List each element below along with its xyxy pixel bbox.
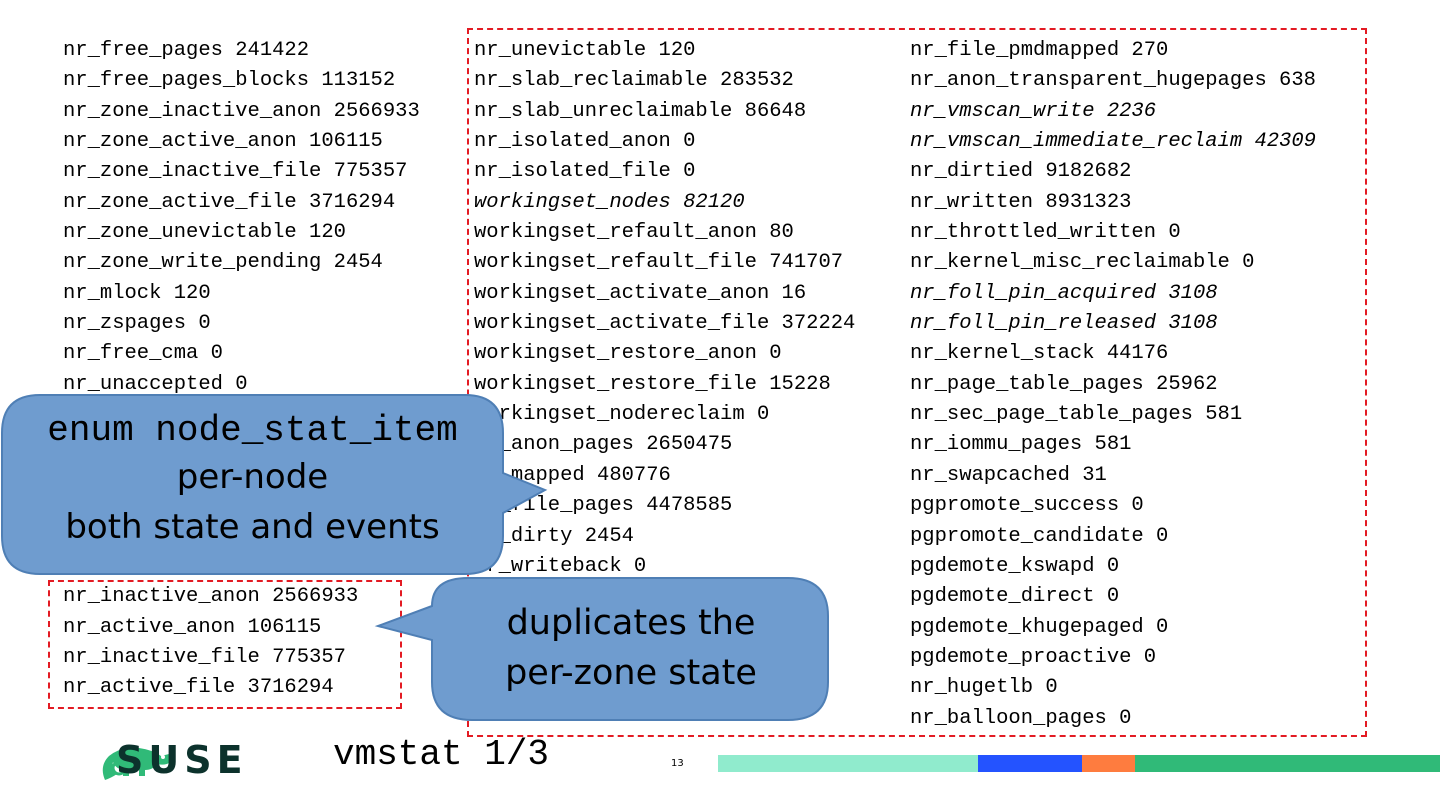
callout-kind-label: both state and events [65,507,440,547]
stat-line: nr_zone_unevictable 120 [63,221,346,245]
stat-line: workingset_activate_anon 16 [474,281,807,305]
suse-chameleon-logo-icon [102,747,173,780]
stat-line: nr_free_cma 0 [63,342,223,366]
stat-line: nr_slab_reclaimable 283532 [474,69,794,93]
stat-line: pgdemote_khugepaged 0 [910,615,1169,639]
callout-enum-label: enum node_stat_item [47,410,458,451]
stat-line: nr_free_pages 241422 [63,39,310,62]
stat-line: nr_writeback 0 [474,554,647,578]
stat-line: nr_anon_pages 2650475 [474,433,733,457]
stat-line: pgpromote_candidate 0 [910,524,1169,548]
callout-bubble-shape [1,394,548,575]
stat-line: workingset_activate_file 372224 [474,312,856,336]
stat-line: nr_written 8931323 [910,190,1132,214]
stat-line: nr_swapcached 31 [910,463,1107,487]
page-number: 13 [671,758,684,769]
stat-line: nr_hugetlb 0 [910,676,1058,700]
footer-bar-orange [1082,755,1135,772]
stat-line: nr_file_pmdmapped 270 [910,39,1169,62]
stat-line: nr_iommu_pages 581 [910,433,1132,457]
stat-line: nr_kernel_stack 44176 [910,342,1169,366]
stat-line: pgdemote_proactive 0 [910,645,1157,669]
duplicates-callout: duplicates the per-zone state [374,576,830,722]
stat-line: nr_zone_inactive_anon 2566933 [63,99,420,123]
stat-line: nr_active_file 3716294 [63,676,334,700]
stat-line: nr_sec_page_table_pages 581 [910,403,1243,427]
stat-line: nr_foll_pin_released 3108 [910,312,1218,336]
node-stats-highlight-box [467,28,1367,737]
stat-line: workingset_restore_file 15228 [474,372,831,396]
stat-column-3: nr_file_pmdmapped 270 nr_anon_transparent… [910,36,1316,734]
node-stat-callout: enum node_stat_item per-node both state … [0,393,548,576]
stat-line: nr_active_anon 106115 [63,615,322,639]
stat-line: nr_zone_active_file 3716294 [63,190,396,214]
callout-duplicates-text: duplicates the per-zone state [432,598,830,698]
stat-line: nr_isolated_file 0 [474,160,696,184]
stat-line: nr_page_table_pages 25962 [910,372,1218,396]
stat-line: nr_balloon_pages 0 [910,706,1132,730]
stat-line: pgpromote_success 0 [910,494,1144,518]
stat-line: pgdemote_kswapd 0 [910,554,1120,578]
stat-line: nr_zspages 0 [63,312,211,336]
stat-line: nr_inactive_anon 2566933 [63,585,359,609]
stat-line: nr_vmscan_immediate_reclaim 42309 [910,130,1316,154]
stat-line: nr_slab_unreclaimable 86648 [474,99,807,123]
stat-line: nr_anon_transparent_hugepages 638 [910,69,1316,93]
stat-line: nr_mlock 120 [63,281,211,305]
stat-line: workingset_refault_anon 80 [474,221,794,245]
stat-line: pgdemote_direct 0 [910,585,1120,609]
stat-line: nr_kernel_misc_reclaimable 0 [910,251,1255,275]
stat-line: nr_unaccepted 0 [63,372,248,396]
stat-line: nr_inactive_file 775357 [63,645,346,669]
slide-title: vmstat 1/3 [333,734,550,775]
stat-column-2: nr_unevictable 120 nr_slab_reclaimable 28… [474,36,855,582]
callout-bubble-shape [374,577,829,721]
callout-scope-label: per-node [176,457,329,497]
stat-line: nr_isolated_anon 0 [474,130,696,154]
stat-line: workingset_refault_file 741707 [474,251,844,275]
stat-line: nr_vmscan_write 2236 [910,99,1157,123]
footer-bar-blue [978,755,1082,772]
footer-bar-green [1135,755,1440,772]
footer-bar-mint [718,755,978,772]
stat-line: nr_dirtied 9182682 [910,160,1132,184]
lru-stats-highlight-box [48,580,402,709]
stat-line: nr_foll_pin_acquired 3108 [910,281,1218,305]
stat-line: nr_zone_active_anon 106115 [63,130,383,154]
stat-line: nr_unevictable 120 [474,39,696,62]
stat-line: workingset_nodereclaim 0 [474,403,770,427]
callout-duplicates-line2: per-zone state [505,653,757,693]
suse-logo-text: SUSE [116,738,248,782]
stat-line: nr_zone_inactive_file 775357 [63,160,408,184]
stat-line: workingset_restore_anon 0 [474,342,782,366]
stat-line: nr_throttled_written 0 [910,221,1181,245]
stat-line: workingset_nodes 82120 [474,190,745,214]
stat-line: nr_zone_write_pending 2454 [63,251,383,275]
stat-column-1: nr_free_pages 241422 nr_free_pages_blocks… [63,36,420,704]
stat-line: nr_free_pages_blocks 113152 [63,69,396,93]
callout-duplicates-line1: duplicates the [506,603,756,643]
